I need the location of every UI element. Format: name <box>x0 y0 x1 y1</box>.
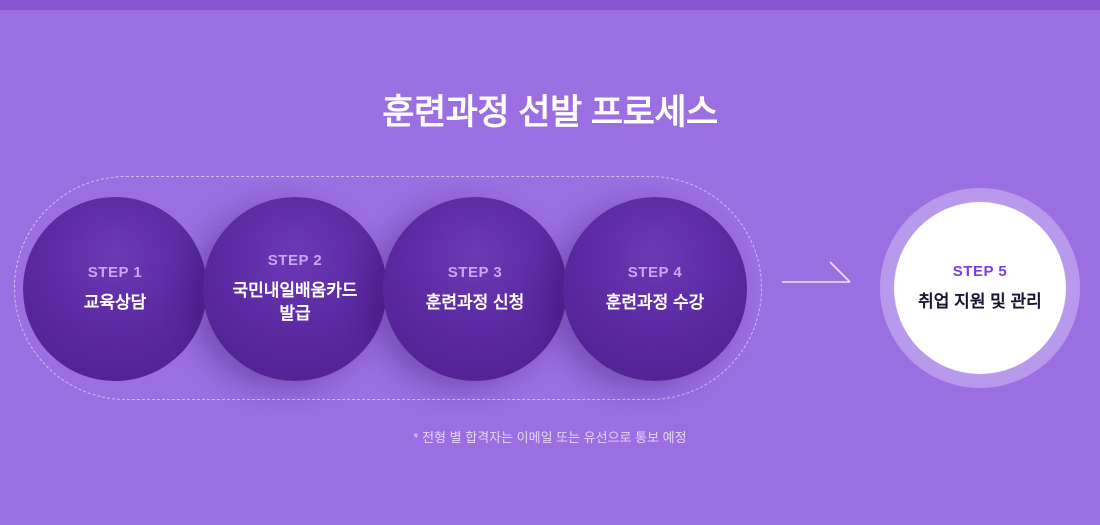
top-accent-strip <box>0 0 1100 10</box>
step-2-title: 국민내일배움카드 발급 <box>232 281 358 323</box>
step-4-title: 훈련과정 수강 <box>605 292 705 312</box>
step-4-label: STEP 4 <box>627 263 683 281</box>
right-arrow-icon <box>782 261 851 283</box>
step-1-label: STEP 1 <box>87 263 143 281</box>
steps-dashed-group: STEP 1 교육상담 STEP 2 국민내일배움카드 발급 STEP 3 훈련… <box>14 176 762 400</box>
step-circle-5: STEP 5 취업 지원 및 관리 <box>894 202 1066 374</box>
step-5-label: STEP 5 <box>952 262 1008 280</box>
footnote: * 전형 별 합격자는 이메일 또는 유선으로 통보 예정 <box>413 430 687 445</box>
step-5-title: 취업 지원 및 관리 <box>918 291 1042 311</box>
page-title: 훈련과정 선발 프로세스 <box>382 93 718 132</box>
step-2-label: STEP 2 <box>267 252 323 270</box>
step-circle-4: STEP 4 훈련과정 수강 <box>563 197 747 381</box>
step-3-label: STEP 3 <box>447 263 503 281</box>
step-circle-5-halo: STEP 5 취업 지원 및 관리 <box>880 188 1080 388</box>
step-circle-3: STEP 3 훈련과정 신청 <box>383 197 567 381</box>
step-circle-2: STEP 2 국민내일배움카드 발급 <box>203 197 387 381</box>
step-3-title: 훈련과정 신청 <box>425 292 525 312</box>
step-1-title: 교육상담 <box>83 292 147 312</box>
step-circle-1: STEP 1 교육상담 <box>23 197 207 381</box>
